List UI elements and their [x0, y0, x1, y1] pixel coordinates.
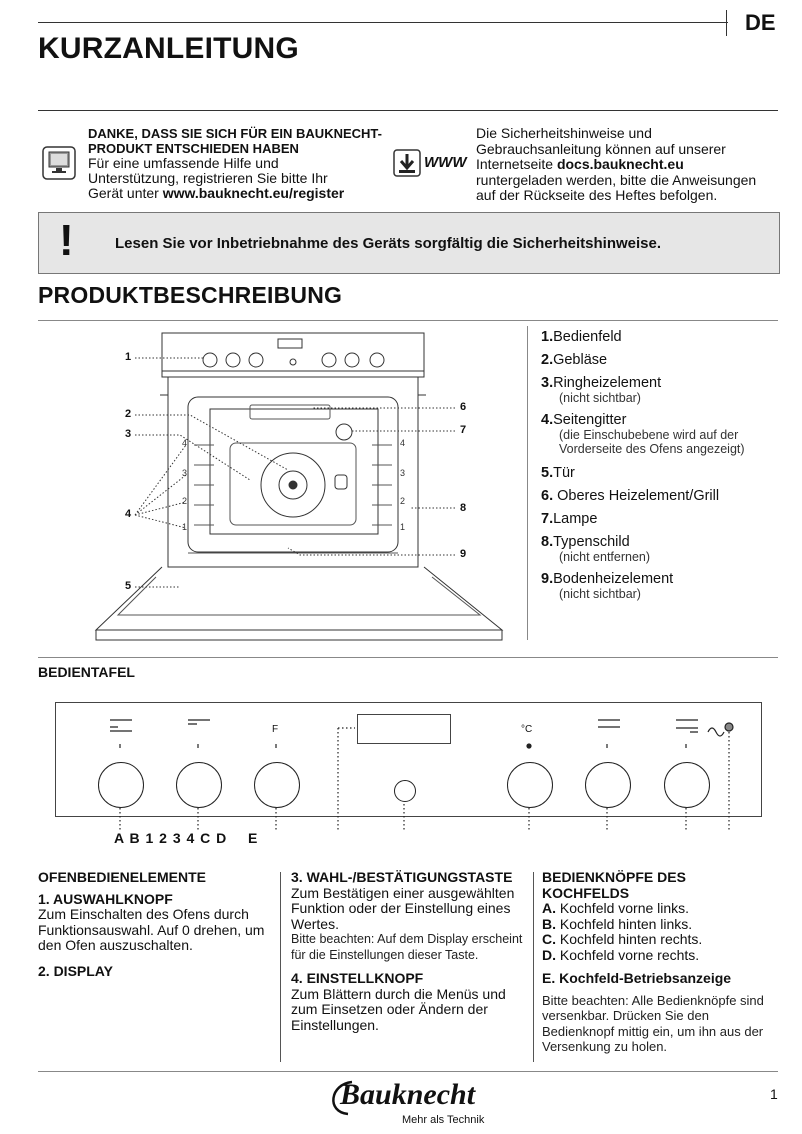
col1-heading-1: 1. AUSWAHLKNOPF: [38, 890, 173, 907]
warning-text: Lesen Sie vor Inbetriebnahme des Geräts …: [115, 235, 662, 252]
register-link[interactable]: www.bauknecht.eu/register: [162, 185, 345, 201]
col3-title-2: KOCHFELDS: [542, 884, 630, 901]
intro-left-line2: Unterstützung, registrieren Sie bitte Ih…: [88, 170, 328, 186]
docs-link[interactable]: docs.bauknecht.eu: [556, 156, 684, 172]
col3-item-a: A. Kochfeld vorne links.: [542, 900, 690, 916]
col2-text-1: Zum Bestätigen einer ausgewählten Funkti…: [291, 884, 515, 932]
page-title: KURZANLEITUNG: [38, 32, 299, 65]
legend-item-1: 1.Bedienfeld: [541, 329, 622, 345]
hob-knob-b[interactable]: [176, 762, 222, 808]
rack-level-1-left: 1: [182, 522, 188, 532]
col3-title-1: BEDIENKNÖPFE DES: [542, 869, 686, 885]
col3-item-b: B. Kochfeld hinten links.: [542, 915, 693, 932]
rack-level-3-right: 3: [400, 468, 406, 478]
callout-2: 2: [125, 408, 132, 420]
legend-item-3: 3.Ringheizelement(nicht sichtbar): [541, 375, 662, 406]
monitor-icon: [42, 146, 76, 180]
callout-1: 1: [125, 351, 132, 363]
panel-lines: [0, 700, 802, 830]
display-window: [357, 714, 451, 744]
adjust-knob[interactable]: [507, 762, 553, 808]
confirm-button[interactable]: [394, 780, 416, 802]
rack-level-2-left: 2: [182, 496, 188, 506]
warning-box: ! Lesen Sie vor Inbetriebnahme des Gerät…: [38, 212, 780, 274]
intro-left-line1: Für eine umfassende Hilfe und: [88, 155, 279, 171]
brand-name: Bauknecht: [340, 1078, 476, 1111]
slogan: Mehr als Technik: [402, 1114, 485, 1126]
hob-knob-d[interactable]: [664, 762, 710, 808]
legend-item-6: 6. Oberes Heizelement/Grill: [541, 488, 720, 504]
intro-right-line3: Internetseite: [476, 156, 557, 172]
col2-note: Bitte beachten: Auf dem Display erschein…: [291, 932, 523, 962]
legend-item-2: 2.Gebläse: [541, 352, 608, 368]
col3-item-d: D. Kochfeld vorne rechts.: [542, 946, 700, 963]
intro-left-title-1: DANKE, DASS SIE SICH FÜR EIN BAUKNECHT-: [88, 126, 382, 141]
callout-3: 3: [125, 428, 132, 440]
panel-letters: A B 1 2 3 4 C D: [114, 830, 228, 846]
hob-knob-a[interactable]: [98, 762, 144, 808]
intro-right-line1: Die Sicherheitshinweise und: [476, 125, 652, 141]
rack-level-4-left: 4: [182, 438, 188, 448]
col2-text-2: Zum Blättern durch die Menüs und zum Ein…: [291, 985, 506, 1033]
rack-level-3-left: 3: [182, 468, 188, 478]
intro-right-line5: auf der Rückseite des Heftes befolgen.: [476, 187, 718, 203]
col3-item-c: C. Kochfeld hinten rechts.: [542, 931, 703, 947]
callout-5: 5: [125, 580, 132, 592]
rack-level-2-right: 2: [400, 496, 406, 506]
callout-8: 8: [460, 502, 467, 514]
intro-right-line4: runtergeladen werden, bitte die Anweisun…: [476, 171, 757, 188]
legend-item-5: 5.Tür: [541, 465, 575, 481]
callout-6: 6: [460, 401, 467, 413]
col1-text-1: Zum Einschalten des Ofens durch Funktion…: [38, 906, 265, 953]
legend-item-4: 4.Seitengitter(die Einschubebene wird au…: [541, 412, 745, 457]
oven-diagram: [90, 325, 520, 645]
bauknecht-logo: Bauknecht: [322, 1076, 502, 1118]
intro-right-line2: Gebrauchsanleitung können auf unserer: [476, 140, 726, 157]
legend-item-7: 7.Lampe: [541, 511, 598, 527]
legend-item-8: 8.Typenschild(nicht entfernen): [541, 534, 651, 565]
panel-title: BEDIENTAFEL: [38, 664, 135, 680]
exclamation-icon: !: [59, 216, 74, 265]
hob-knob-c[interactable]: [585, 762, 631, 808]
panel-letter-e: E: [248, 830, 258, 846]
intro-left-line3: Gerät unter: [88, 185, 163, 201]
f-label: F: [272, 724, 279, 735]
download-icon: [393, 148, 423, 178]
col2-heading-1: 3. WAHL-/BESTÄTIGUNGSTASTE: [291, 869, 513, 885]
col3-heading-2: E. Kochfeld-Betriebsanzeige: [542, 970, 732, 986]
col1-heading-2: 2. DISPLAY: [38, 962, 113, 979]
callout-9: 9: [460, 548, 467, 560]
rack-level-4-right: 4: [400, 438, 406, 448]
page-number: 1: [770, 1086, 778, 1102]
selector-knob[interactable]: [254, 762, 300, 808]
callout-4: 4: [125, 508, 132, 520]
col2-heading-2: 4. EINSTELLKNOPF: [291, 970, 424, 986]
product-title: PRODUKTBESCHREIBUNG: [38, 282, 343, 308]
www-label: WWW: [424, 154, 467, 171]
callout-7: 7: [460, 424, 467, 436]
col1-title: OFENBEDIENELEMENTE: [38, 869, 207, 885]
legend-item-9: 9.Bodenheizelement(nicht sichtbar): [541, 571, 674, 602]
intro-left-title-2: PRODUKT ENTSCHIEDEN HABEN: [88, 141, 299, 156]
temp-label: °C: [521, 724, 533, 735]
col3-note: Bitte beachten: Alle Bedienknöpfe sind v…: [542, 992, 764, 1055]
rack-level-1-right: 1: [400, 522, 406, 532]
language-code: DE: [745, 10, 776, 35]
